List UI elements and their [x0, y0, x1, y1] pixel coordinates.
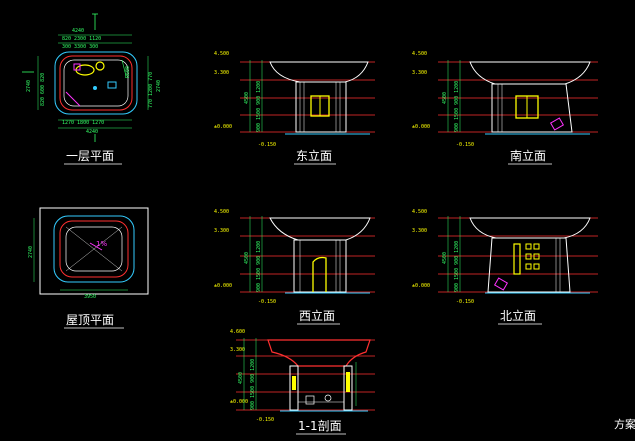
plan-left-total: 2740 — [26, 80, 32, 92]
south-elev-below: -0.150 — [456, 142, 474, 148]
plan-left-segments: 820 600 820 — [40, 73, 46, 106]
south-elevation: 4.500 3.300 ±0.000 -0.150 4500 900 1500 … — [412, 51, 598, 165]
roof-plan: 1% 2740 3950 屋顶平面 — [28, 207, 149, 329]
north-elevation-title: 北立面 — [500, 308, 536, 323]
east-elev-below: -0.150 — [258, 142, 276, 148]
plan-right-segments: 770 1200 770 — [148, 72, 154, 108]
east-elevation-title: 东立面 — [296, 148, 332, 163]
east-elev-top: 4.500 — [214, 51, 229, 57]
north-vert-segments: 900 1500 900 1200 — [454, 241, 460, 292]
east-vert-total: 4500 — [244, 92, 250, 104]
floor-plan-title: 一层平面 — [66, 149, 114, 163]
north-elev-below: -0.150 — [456, 299, 474, 305]
plan-top-total: 4240 — [72, 28, 84, 34]
west-vert-total: 4500 — [244, 252, 250, 264]
plan-r-label: R600 — [125, 66, 131, 78]
west-elev-zero: ±0.000 — [214, 283, 232, 289]
floor-plan: 4240 820 2300 1120 300 3300 300 R600 274… — [22, 13, 162, 165]
east-elev-level2: 3.300 — [214, 70, 229, 76]
section-elev-top: 4.600 — [230, 329, 245, 335]
corner-label: 方案 — [614, 417, 635, 431]
east-vert-segments: 900 1500 900 1200 — [256, 81, 262, 132]
roof-plan-title: 屋顶平面 — [66, 313, 114, 327]
east-elev-zero: ±0.000 — [214, 124, 232, 130]
south-vert-total: 4500 — [442, 92, 448, 104]
plan-top-segments: 820 2300 1120 — [62, 36, 101, 42]
plan-right-total: 2740 — [156, 80, 162, 92]
section-vert-total: 4500 — [238, 372, 244, 384]
south-vert-segments: 900 1500 900 1200 — [454, 81, 460, 132]
plan-top-inner: 300 3300 300 — [62, 44, 98, 50]
roof-width: 3950 — [84, 294, 96, 300]
plan-bottom-segments: 1270 1800 1270 — [62, 120, 104, 126]
west-elevation-title: 西立面 — [299, 308, 335, 323]
roof-height: 2740 — [28, 246, 34, 258]
east-elevation: 4.500 3.300 ±0.000 -0.150 4500 900 1500 … — [214, 51, 375, 165]
section-elev-below: -0.150 — [256, 417, 274, 423]
north-elev-zero: ±0.000 — [412, 283, 430, 289]
north-elev-level2: 3.300 — [412, 228, 427, 234]
section-elev-level2: 3.300 — [230, 347, 245, 353]
section-elev-zero: ±0.000 — [230, 399, 248, 405]
west-elevation: 4.500 3.300 ±0.000 -0.150 4500 900 1500 … — [214, 209, 375, 325]
roof-slope: 1% — [96, 240, 107, 248]
south-elev-level2: 3.300 — [412, 70, 427, 76]
north-vert-total: 4500 — [442, 252, 448, 264]
section-vert-segments: 900 1500 900 1200 — [250, 359, 256, 410]
north-elevation: 4.500 3.300 ±0.000 -0.150 4500 900 1500 … — [412, 209, 598, 325]
west-elev-below: -0.150 — [258, 299, 276, 305]
plan-bottom-total: 4240 — [86, 129, 98, 135]
south-elevation-title: 南立面 — [510, 148, 546, 163]
section-1-1: 4.600 3.300 ±0.000 -0.150 4500 900 1500 … — [230, 329, 375, 435]
south-elev-top: 4.500 — [412, 51, 427, 57]
west-vert-segments: 900 1500 900 1200 — [256, 241, 262, 292]
north-elev-top: 4.500 — [412, 209, 427, 215]
south-elev-zero: ±0.000 — [412, 124, 430, 130]
section-title: 1-1剖面 — [298, 419, 342, 433]
west-elev-top: 4.500 — [214, 209, 229, 215]
west-elev-level2: 3.300 — [214, 228, 229, 234]
